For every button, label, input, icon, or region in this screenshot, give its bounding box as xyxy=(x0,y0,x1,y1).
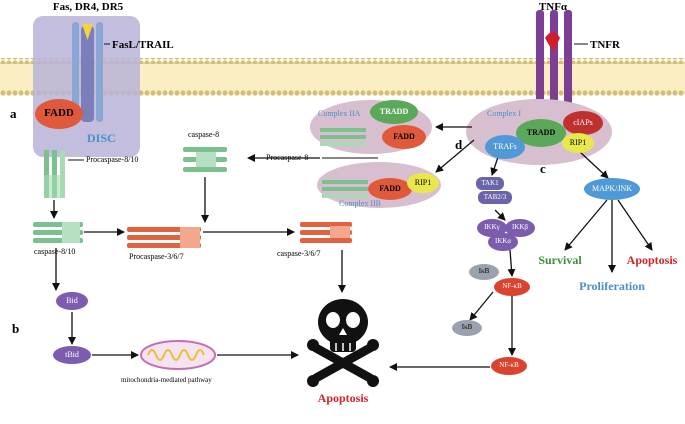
caspase-3-6-7-shape xyxy=(300,222,352,243)
rip1-i-shape xyxy=(562,133,594,153)
bid-label: Bid xyxy=(66,296,78,305)
skull-crossbones-icon xyxy=(303,295,383,387)
fadd-iia-label: FADD xyxy=(393,132,415,141)
complex-i-label: Complex I xyxy=(487,109,521,118)
ikb-1-shape xyxy=(469,264,499,280)
ikb-1-label: IκB xyxy=(478,267,490,275)
tnf-alpha-label: TNFα xyxy=(538,1,568,13)
ikk-alpha-label: IKKα xyxy=(494,237,512,245)
pathway-arrows xyxy=(50,123,653,371)
nfkb-1-shape xyxy=(494,278,530,296)
apoptosis-main-label: Apoptosis xyxy=(317,391,369,405)
complex-iib-label: Complex IIB xyxy=(339,199,381,208)
tradd-iia-shape xyxy=(370,100,418,124)
survival-label: Survival xyxy=(538,253,582,267)
mapk-shape xyxy=(584,178,640,200)
tnf-receptor xyxy=(536,10,572,128)
caspase-8-10-label: caspase-8/10 xyxy=(34,247,76,256)
complex-iia-label: Complex IIA xyxy=(318,109,361,118)
tradd-i-shape xyxy=(516,119,566,147)
panel-label-a: a xyxy=(10,106,17,121)
tnfr-label: TNFR xyxy=(590,39,620,51)
procaspase-8-label: Procaspase-8 xyxy=(266,153,309,162)
death-receptors-label: Fas, DR4, DR5 xyxy=(52,1,124,13)
tbid-label: tBid xyxy=(65,350,79,359)
trafs-shape xyxy=(485,135,525,159)
ikb-2-label: IκB xyxy=(461,323,473,331)
procaspase-8-bars-iib xyxy=(322,180,368,198)
proliferation-label: Proliferation xyxy=(579,279,645,293)
caspase-8-label: caspase-8 xyxy=(188,130,220,139)
procaspase-8-10-label: Procaspase-8/10 xyxy=(86,155,139,164)
rip1-i-label: RIP1 xyxy=(569,138,587,147)
fadd-iib-shape xyxy=(368,178,412,200)
ciaps-label: cIAPs xyxy=(573,118,593,127)
tab23-shape xyxy=(478,191,512,204)
tak1-label: TAK1 xyxy=(481,179,499,187)
nfkb-1-label: NF-κB xyxy=(502,282,522,290)
mapk-label: MAPK/JNK xyxy=(591,184,633,193)
ikb-2-shape xyxy=(452,320,482,336)
nfkb-2-label: NF-κB xyxy=(499,361,519,369)
panel-label-b: b xyxy=(12,321,20,336)
tbid-shape xyxy=(53,346,91,364)
ikk-beta-shape xyxy=(505,219,535,237)
death-receptor xyxy=(72,22,103,122)
trafs-label: TRAFs xyxy=(493,142,517,151)
tradd-iia-label: TRADD xyxy=(379,107,409,116)
disc-fadd-label: FADD xyxy=(44,107,74,119)
ikk-alpha-shape xyxy=(488,233,518,251)
panel-label-d: d xyxy=(455,137,463,152)
tab23-label: TAB2/3 xyxy=(483,193,507,201)
ligand-label: FasL/TRAIL xyxy=(112,39,174,51)
tak1-shape xyxy=(476,177,504,190)
procaspase-8-bars-iia xyxy=(320,128,366,146)
procaspase-8-10-shape xyxy=(44,150,65,198)
disc-fadd-shape xyxy=(35,99,83,129)
rip1-iib-label: RIP1 xyxy=(414,178,432,187)
ikk-gamma-label: IKKγ xyxy=(484,223,500,231)
mitochondrion xyxy=(140,340,216,370)
mito-pathway-label: mitochondria-mediated pathway xyxy=(121,376,212,384)
procaspase-3-6-7-label: Procaspase-3/6/7 xyxy=(129,252,184,261)
disc-label: DISC xyxy=(87,131,116,145)
ciaps-shape xyxy=(563,111,603,135)
caspase-8-10-shape xyxy=(33,222,83,243)
bid-shape xyxy=(56,292,88,310)
nfkb-2-shape xyxy=(491,357,527,375)
rip1-iib-shape xyxy=(407,173,439,193)
caspase-3-6-7-label: caspase-3/6/7 xyxy=(277,249,321,258)
fadd-iia-shape xyxy=(382,125,426,149)
tradd-i-label: TRADD xyxy=(526,128,556,137)
ikk-gamma-shape xyxy=(477,219,507,237)
caspase-8-shape xyxy=(183,147,227,172)
panel-label-c: c xyxy=(540,161,546,176)
ikk-beta-label: IKKβ xyxy=(511,223,529,231)
procaspase-3-6-7-shape xyxy=(127,227,201,248)
apoptosis-right-label: Apoptosis xyxy=(626,253,678,267)
fadd-iib-label: FADD xyxy=(379,184,401,193)
